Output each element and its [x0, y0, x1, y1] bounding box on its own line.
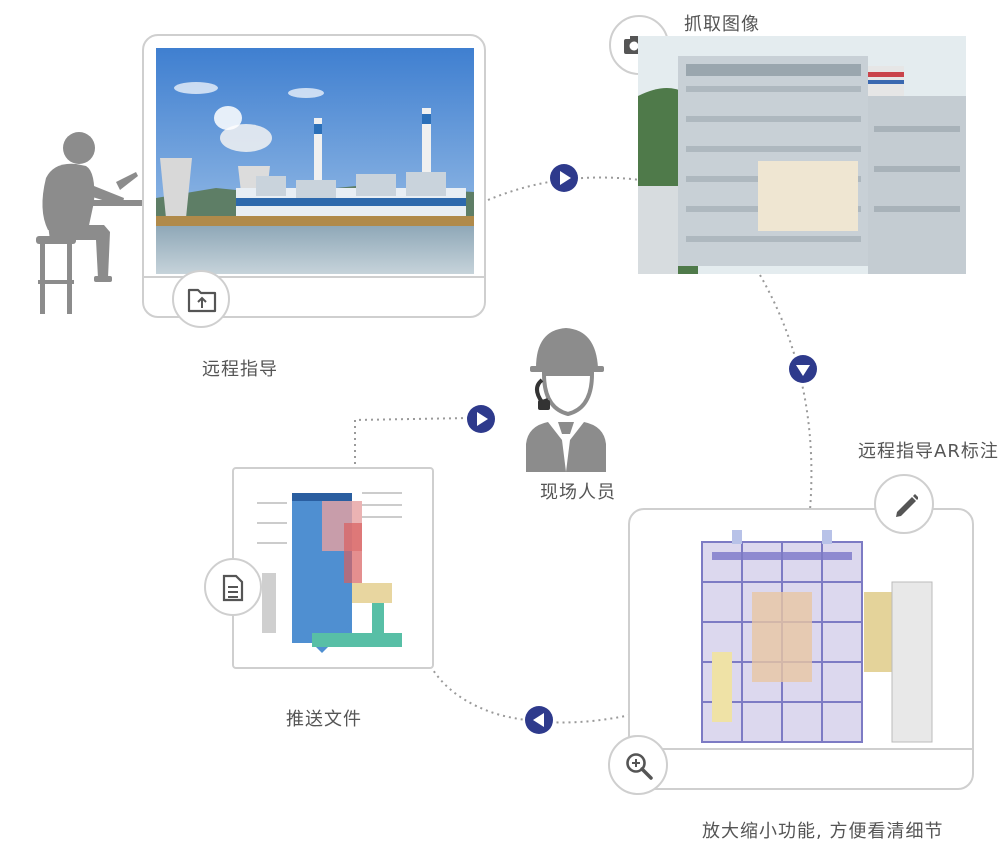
seated-operator-figure [36, 132, 154, 314]
document-icon [222, 574, 244, 602]
pencil-button[interactable] [874, 474, 934, 534]
capture-image-label: 抓取图像 [684, 14, 760, 35]
right-arrow-icon[interactable] [466, 404, 496, 434]
left-arrow-icon[interactable] [524, 705, 554, 735]
connector-file-to-worker [354, 417, 471, 470]
power-plant-photo [156, 48, 474, 274]
zoom-button[interactable] [608, 735, 668, 795]
field-personnel-label: 现场人员 [540, 482, 616, 503]
field-worker-figure [526, 328, 606, 472]
zoom-icon [626, 753, 653, 780]
folder-icon [187, 288, 217, 313]
boiler-photo [638, 36, 966, 274]
remote-guidance-label: 远程指导 [202, 359, 278, 380]
boiler-schematic-document [252, 483, 422, 663]
zoom-function-label: 放大缩小功能, 方便看清细节 [702, 821, 944, 842]
push-file-label: 推送文件 [286, 709, 362, 730]
document-frame [232, 467, 434, 669]
ar-frame-bottom-bar [630, 748, 972, 750]
connector-capture-to-ar [759, 274, 813, 511]
folder-button[interactable] [172, 270, 230, 328]
boiler-3d-model [701, 530, 933, 743]
play-arrow-icon[interactable] [549, 163, 579, 193]
document-button[interactable] [204, 558, 262, 616]
monitor-frame [142, 34, 486, 318]
pencil-icon [896, 494, 918, 517]
ar-frame [628, 508, 974, 790]
down-arrow-icon[interactable] [788, 354, 818, 384]
monitor-bottom-bar [144, 276, 484, 278]
connector-ar-to-file [429, 664, 631, 724]
ar-annotation-label: 远程指导AR标注 [858, 441, 999, 462]
